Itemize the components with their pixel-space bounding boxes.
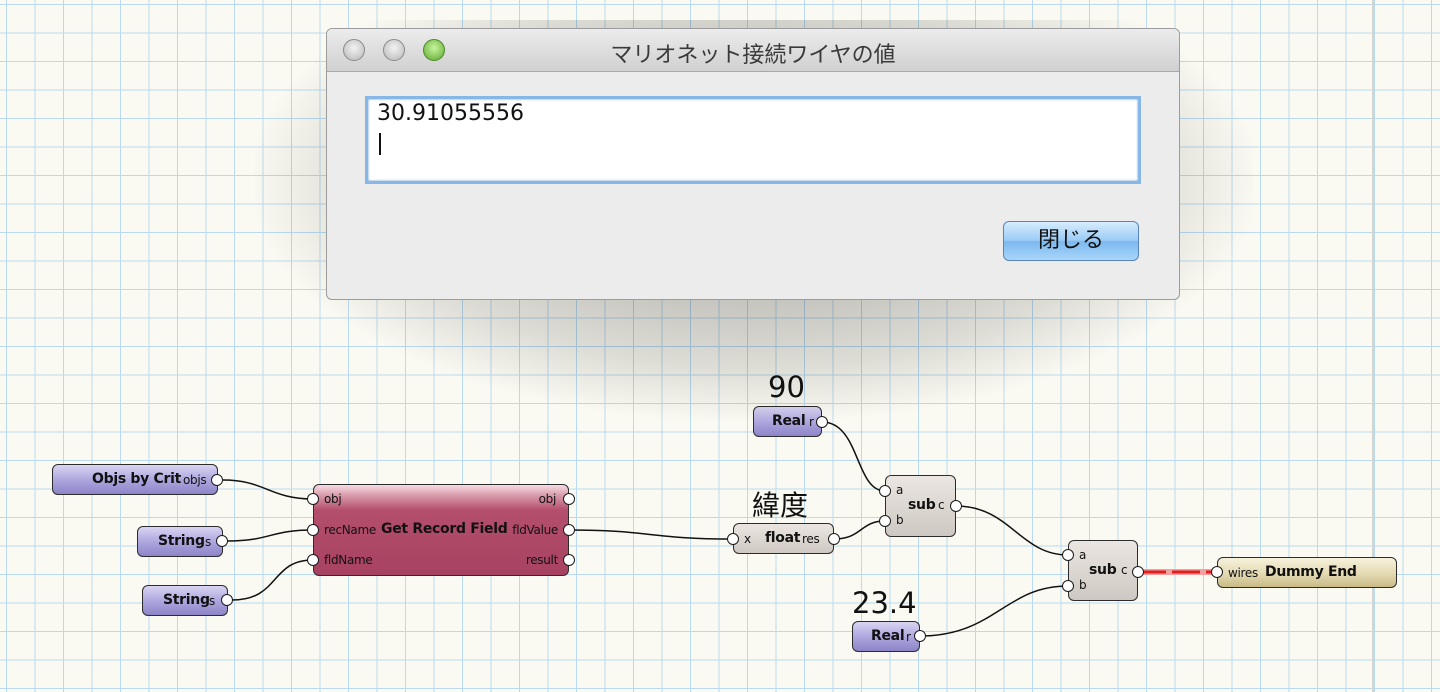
- node-title: sub: [908, 497, 936, 513]
- port-label-objs: objs: [183, 473, 207, 487]
- float-output-port[interactable]: [828, 533, 840, 545]
- port-label-a: a: [896, 483, 904, 497]
- wire-objs-to-obj[interactable]: [222, 479, 314, 500]
- dummy-end-node[interactable]: wires Dummy End: [1217, 557, 1397, 588]
- objs-output-port[interactable]: [211, 474, 223, 486]
- wire-sub1-to-sub2-a[interactable]: [955, 505, 1069, 556]
- port-label-x: x: [744, 532, 751, 546]
- wire-value-text: 30.91055556: [377, 101, 524, 126]
- wire-value-textarea[interactable]: 30.91055556: [365, 96, 1141, 184]
- close-button[interactable]: 閉じる: [1003, 221, 1139, 261]
- port-label-b: b: [896, 513, 904, 527]
- sub1-b-input-port[interactable]: [879, 515, 891, 527]
- node-title: Dummy End: [1265, 564, 1357, 580]
- sub-node-2[interactable]: a b sub c: [1068, 540, 1138, 601]
- dialog-title: マリオネット接続ワイヤの値: [610, 43, 896, 68]
- get-record-field-node[interactable]: obj recName fldName Get Record Field obj…: [313, 484, 569, 576]
- float-label-latitude: 緯度: [752, 489, 809, 522]
- node-title: float: [765, 530, 801, 546]
- sub2-a-input-port[interactable]: [1062, 549, 1074, 561]
- wire-fldvalue-to-x[interactable]: [568, 529, 734, 540]
- minimize-window-icon[interactable]: [383, 39, 405, 61]
- text-caret: [379, 133, 381, 155]
- fldvalue-output-port[interactable]: [563, 524, 575, 536]
- canvas-edge: [1372, 0, 1374, 692]
- node-title: Real: [871, 628, 905, 644]
- port-label-s: s: [205, 535, 211, 549]
- float-input-port[interactable]: [727, 533, 739, 545]
- node-title: String: [158, 533, 205, 549]
- node-title: String: [163, 592, 210, 608]
- result-output-port[interactable]: [563, 554, 575, 566]
- port-label-s: s: [209, 594, 215, 608]
- port-label-fldvalue: fldValue: [512, 523, 558, 537]
- port-label-recname: recName: [324, 523, 376, 537]
- node-title: sub: [1089, 562, 1117, 578]
- node-title: Real: [772, 413, 806, 429]
- port-label-res: res: [802, 532, 820, 546]
- close-window-icon[interactable]: [343, 39, 365, 61]
- port-label-c: c: [1121, 563, 1128, 577]
- string-node-1[interactable]: String s: [137, 526, 223, 557]
- dummy-end-input-port[interactable]: [1211, 566, 1223, 578]
- real-node-23-4[interactable]: Real r: [852, 621, 920, 652]
- real-90-value-label: 90: [768, 370, 805, 404]
- port-label-obj-out: obj: [538, 492, 557, 506]
- obj-output-port[interactable]: [563, 493, 575, 505]
- wire-real90-to-sub1-a[interactable]: [821, 421, 886, 492]
- fldname-input-port[interactable]: [307, 554, 319, 566]
- sub2-output-port[interactable]: [1132, 566, 1144, 578]
- obj-input-port[interactable]: [307, 493, 319, 505]
- sub-node-1[interactable]: a b sub c: [885, 475, 956, 537]
- port-label-fldname: fldName: [324, 553, 373, 567]
- string2-output-port[interactable]: [221, 594, 233, 606]
- port-label-wires: wires: [1228, 566, 1258, 580]
- wire-float-to-sub1-b[interactable]: [833, 520, 886, 540]
- sub1-output-port[interactable]: [950, 500, 962, 512]
- wire-value-dialog: マリオネット接続ワイヤの値 30.91055556 閉じる: [326, 28, 1180, 300]
- sub1-a-input-port[interactable]: [879, 485, 891, 497]
- port-label-b: b: [1079, 578, 1087, 592]
- port-label-obj-in: obj: [324, 492, 342, 506]
- wire-string-to-fldname[interactable]: [231, 559, 314, 601]
- port-label-result: result: [525, 553, 558, 567]
- zoom-window-icon[interactable]: [423, 39, 445, 61]
- wire-real234-to-sub2-b[interactable]: [919, 585, 1069, 637]
- sub2-b-input-port[interactable]: [1062, 580, 1074, 592]
- node-title: Objs by Crit: [92, 471, 182, 487]
- recname-input-port[interactable]: [307, 524, 319, 536]
- port-label-c: c: [938, 498, 945, 512]
- port-label-a: a: [1079, 548, 1087, 562]
- port-label-r: r: [906, 630, 911, 644]
- real-23-4-value-label: 23.4: [852, 586, 917, 620]
- dialog-titlebar[interactable]: マリオネット接続ワイヤの値: [327, 29, 1179, 72]
- wire-string-to-recname[interactable]: [227, 529, 314, 542]
- string-node-2[interactable]: String s: [142, 585, 228, 616]
- real90-output-port[interactable]: [816, 416, 828, 428]
- real234-output-port[interactable]: [914, 630, 926, 642]
- node-title: Get Record Field: [381, 521, 508, 537]
- float-node[interactable]: x float res: [733, 523, 834, 554]
- string1-output-port[interactable]: [216, 535, 228, 547]
- port-label-r: r: [809, 415, 814, 429]
- objs-by-crit-node[interactable]: Objs by Crit objs: [52, 464, 218, 495]
